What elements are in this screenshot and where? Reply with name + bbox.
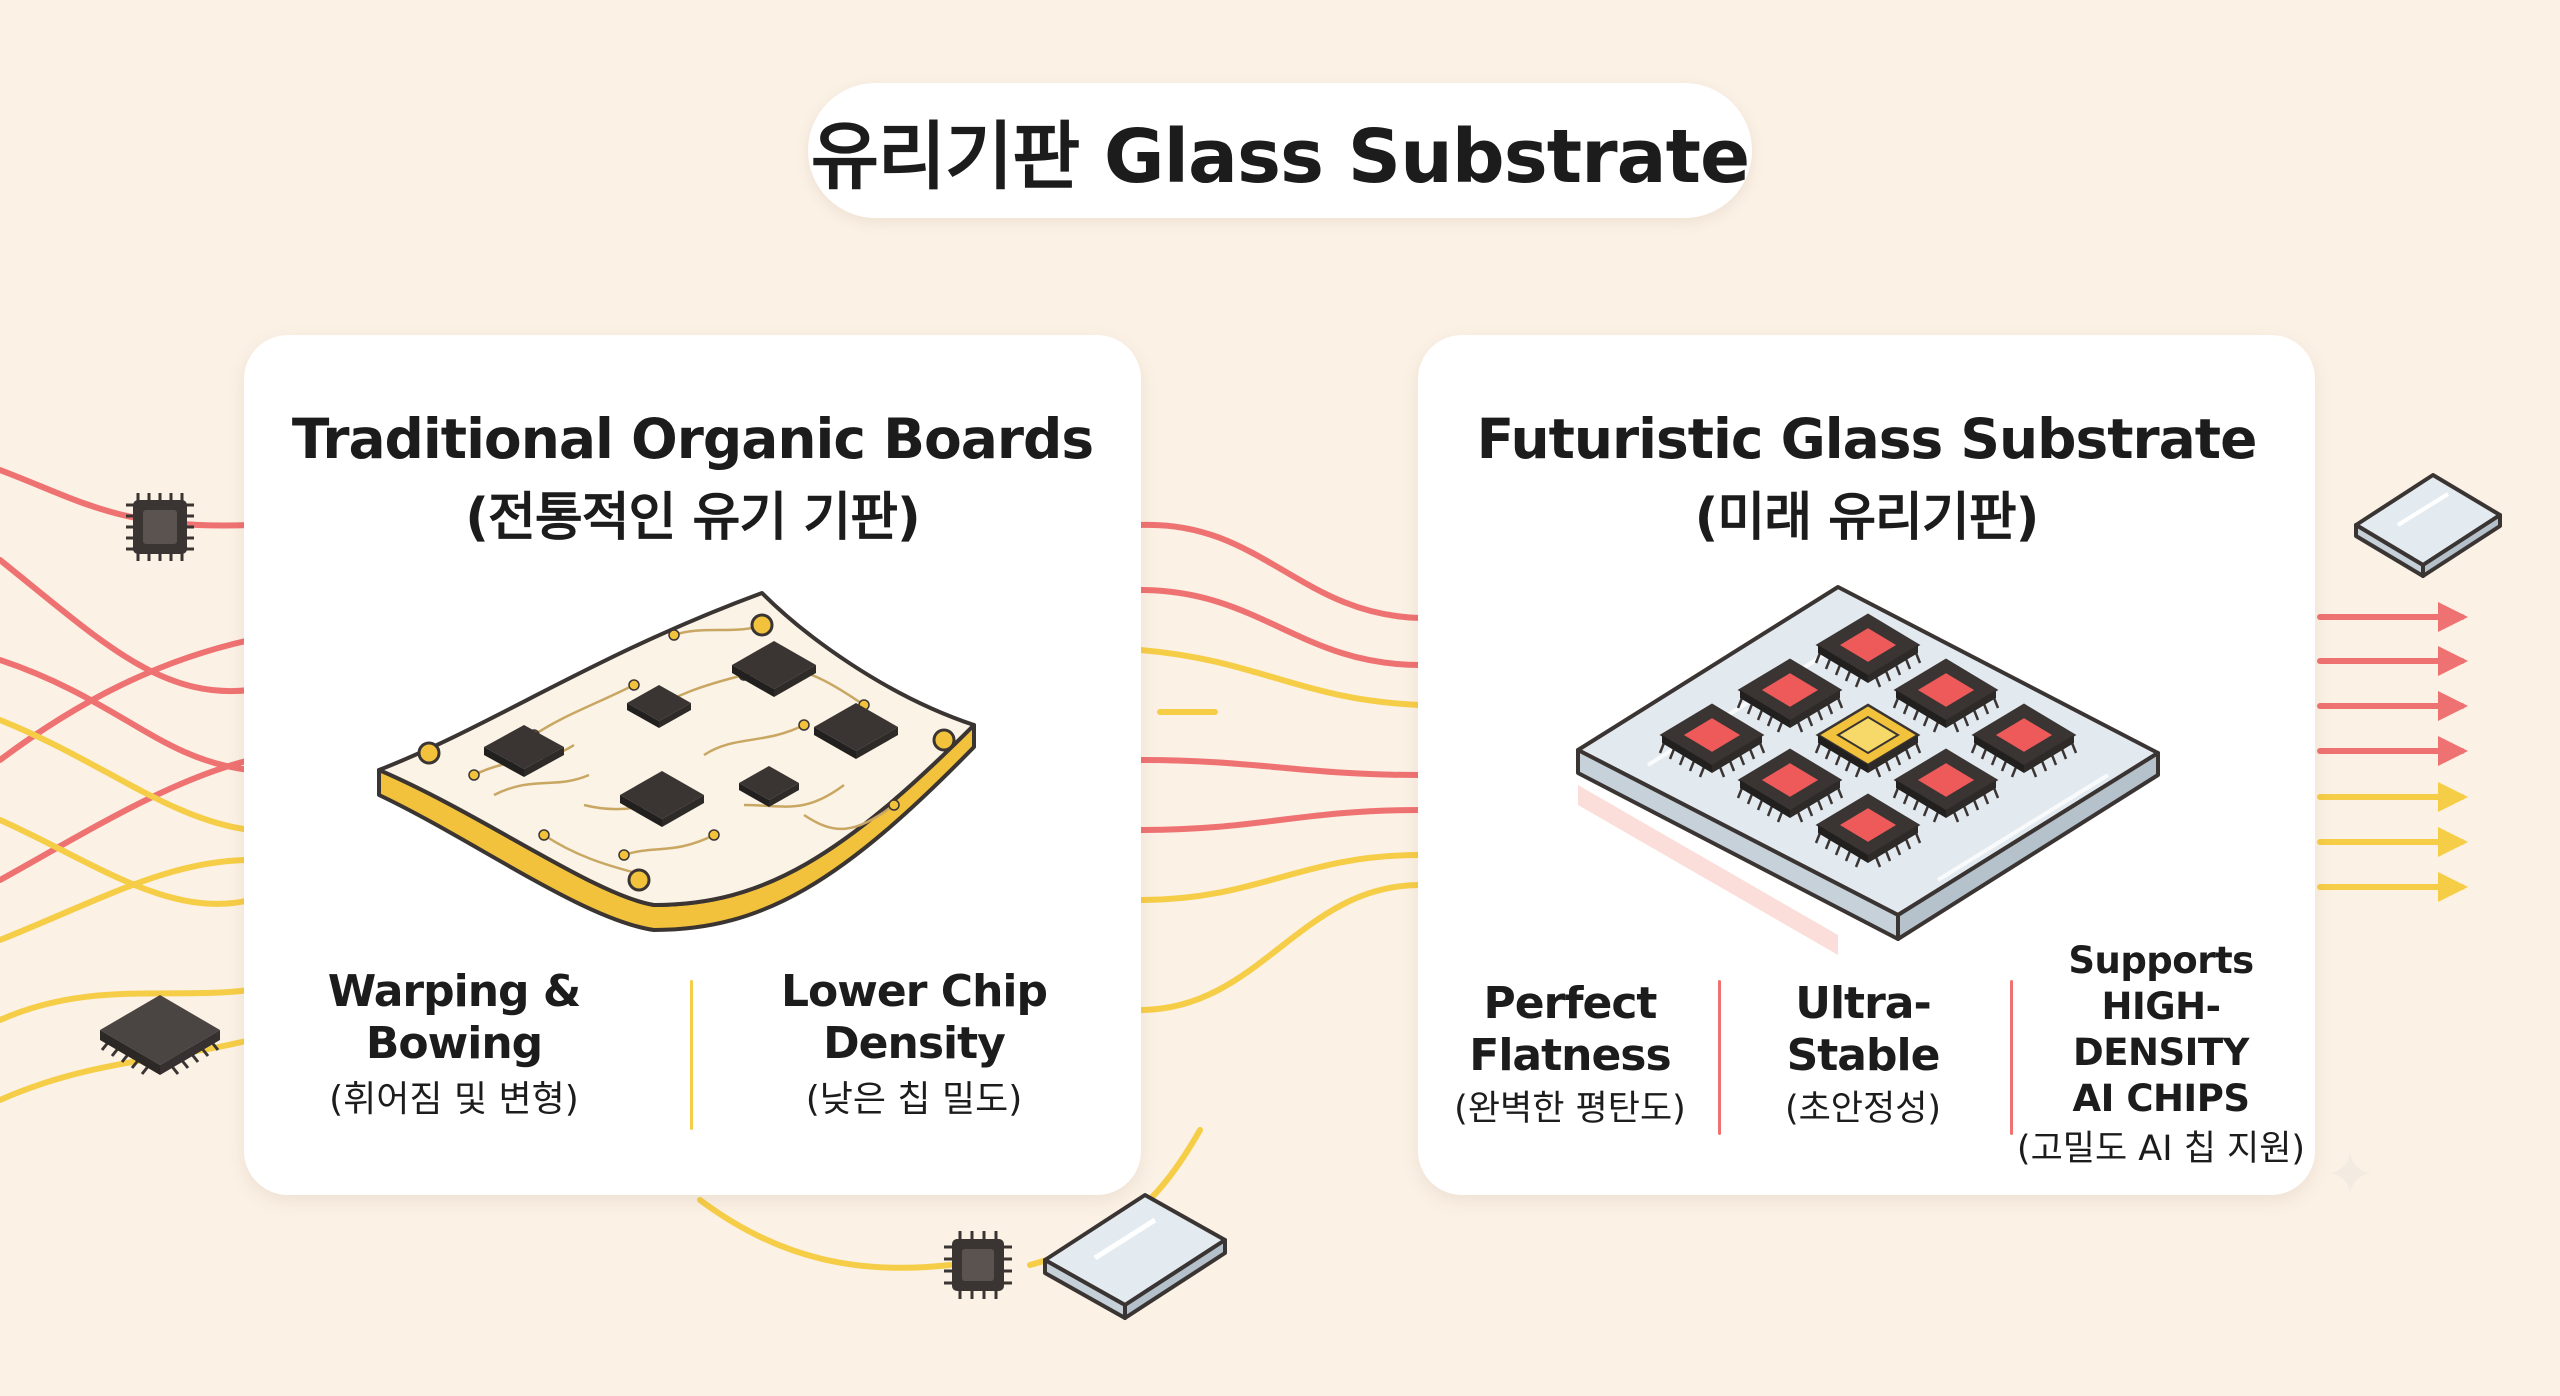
- panel-heading-ko: (전통적인 유기 기판): [465, 488, 920, 548]
- feature-divider: [690, 980, 693, 1130]
- flow-line: [0, 1037, 253, 1103]
- feature-flatness: Perfect Flatness (완벽한 평탄도): [1440, 975, 1700, 1135]
- flow-line: [0, 637, 253, 763]
- panel-heading-en: Traditional Organic Boards: [291, 407, 1094, 471]
- feature-en-line: Supports: [2068, 939, 2254, 982]
- chip-icon: [100, 995, 220, 1075]
- panel-heading-ko: (미래 유리기판): [1694, 488, 2040, 548]
- flow-line: [0, 757, 253, 883]
- flow-line: [0, 857, 253, 943]
- feature-divider: [2010, 980, 2013, 1135]
- glass-pane-icon: [1043, 1193, 1227, 1320]
- red-chip-icon: [1736, 658, 1844, 733]
- futuristic-glass-substrate-panel: Futuristic Glass Substrate (미래 유리기판) Per…: [1418, 335, 2315, 1195]
- feature-en-line: Density: [823, 1018, 1006, 1069]
- flow-line: [0, 467, 253, 529]
- traditional-organic-boards-panel: Traditional Organic Boards (전통적인 유기 기판): [244, 335, 1141, 1195]
- feature-ko: (고밀도 AI 칩 지원): [2016, 1129, 2306, 1169]
- flow-line: [1137, 882, 1423, 1013]
- sparkle-icon: ✦: [2325, 1140, 2376, 1210]
- feature-ko: (휘어짐 및 변형): [329, 1079, 579, 1120]
- flow-line: [0, 717, 253, 833]
- glass-pane-icon: [2354, 473, 2502, 578]
- feature-ko: (초안정성): [1784, 1089, 1942, 1129]
- flow-line: [697, 1197, 953, 1271]
- feature-warping: Warping & Bowing (휘어짐 및 변형): [284, 966, 624, 1120]
- flow-line: [1137, 852, 1423, 903]
- red-chip-icon: [1814, 793, 1922, 868]
- flat-glass-substrate-with-chips-icon: [1576, 585, 2160, 955]
- feature-en-line: Flatness: [1469, 1030, 1671, 1081]
- red-chip-icon: [1814, 613, 1922, 688]
- feature-en-line: Ultra-Stable: [1786, 978, 1941, 1081]
- flow-line: [1137, 807, 1423, 833]
- feature-en-line: Perfect: [1483, 978, 1658, 1029]
- chip-icon: [944, 1231, 1012, 1299]
- feature-lower-density: Lower Chip Density (낮은 칩 밀도): [734, 966, 1094, 1120]
- feature-en-line: Warping &: [327, 966, 581, 1017]
- flow-line: [0, 987, 253, 1023]
- feature-ultra-stable: Ultra-Stable (초안정성): [1728, 975, 1998, 1135]
- chip-icon: [126, 493, 194, 561]
- flow-line: [0, 817, 253, 907]
- feature-divider: [1718, 980, 1721, 1135]
- feature-en-line: Lower Chip: [781, 966, 1048, 1017]
- warped-organic-board-icon: [377, 591, 976, 932]
- flow-line: [0, 557, 253, 695]
- flow-line: [1137, 587, 1423, 668]
- feature-high-density: Supports HIGH-DENSITY AI CHIPS (고밀도 AI 칩…: [2016, 939, 2306, 1169]
- flow-line: [0, 657, 253, 773]
- red-chip-icon: [1658, 703, 1766, 778]
- red-chip-icon: [1736, 748, 1844, 823]
- feature-en-line: HIGH-DENSITY: [2073, 985, 2249, 1074]
- page-title: 유리기판 Glass Substrate: [810, 114, 1750, 200]
- feature-ko: (낮은 칩 밀도): [805, 1079, 1023, 1120]
- flow-line: [1137, 757, 1423, 778]
- gold-chip-icon: [1814, 703, 1922, 778]
- red-chip-icon: [1892, 748, 2000, 823]
- panel-heading-en: Futuristic Glass Substrate: [1476, 407, 2258, 471]
- title-pill: 유리기판 Glass Substrate: [808, 83, 1752, 218]
- flow-line: [1137, 647, 1423, 708]
- flow-line: [1137, 521, 1423, 621]
- feature-en-line: Bowing: [365, 1018, 543, 1069]
- feature-en-line: AI CHIPS: [2072, 1077, 2250, 1120]
- red-chip-icon: [1970, 703, 2078, 778]
- feature-ko: (완벽한 평탄도): [1454, 1089, 1686, 1129]
- red-chip-icon: [1892, 658, 2000, 733]
